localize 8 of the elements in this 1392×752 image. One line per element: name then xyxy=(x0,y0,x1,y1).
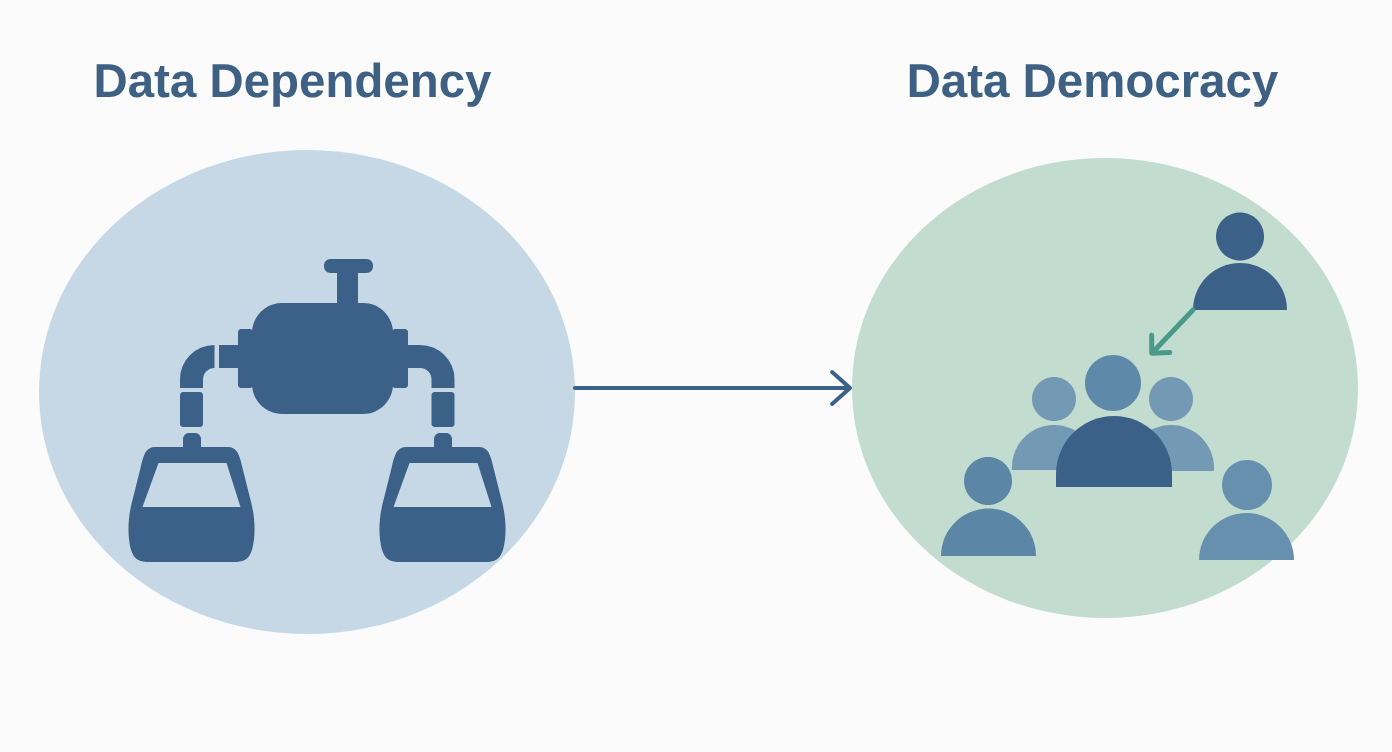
person-icon xyxy=(1193,212,1287,310)
arrow xyxy=(572,370,853,406)
group-icon xyxy=(1012,355,1214,487)
heading: Data Democracy xyxy=(909,64,1279,107)
heading: Data Dependency xyxy=(96,62,492,107)
person-icon xyxy=(941,457,1036,556)
arrow xyxy=(1149,307,1196,356)
person-icon xyxy=(1199,460,1294,560)
